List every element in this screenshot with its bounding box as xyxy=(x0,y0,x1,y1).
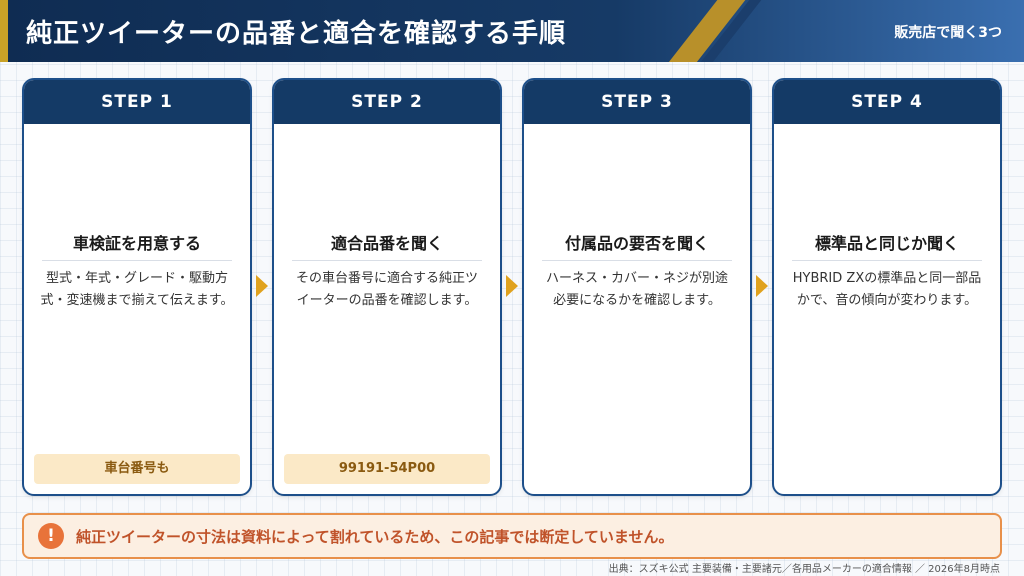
header-gold-stripe xyxy=(654,0,754,62)
step-description: ハーネス・カバー・ネジが別途必要になるかを確認します。 xyxy=(545,271,728,308)
step-description: その車台番号に適合する純正ツイーターの品番を確認します。 xyxy=(295,271,478,308)
step-card-3: STEP 3 付属品の要否を聞く ハーネス・カバー・ネジが別途必要になるかを確認… xyxy=(522,78,752,496)
exclamation-icon: ! xyxy=(38,523,64,549)
step-arrow-icon xyxy=(756,275,768,297)
step-label: STEP 3 xyxy=(524,80,750,124)
step-label: STEP 4 xyxy=(774,80,1000,124)
notice-box: ! 純正ツイーターの寸法は資料によって割れているため、この記事では断定していませ… xyxy=(22,513,1002,559)
source-note: 出典：スズキ公式 主要装備・主要諸元／各用品メーカーの適合情報 ／ 2026年8… xyxy=(608,564,1000,575)
header-banner: 純正ツイーターの品番と適合を確認する手順 販売店で聞く3つ xyxy=(0,0,1024,62)
notice-text: 純正ツイーターの寸法は資料によって割れているため、この記事では断定していません。 xyxy=(76,528,674,546)
step-tag: 99191-54P00 xyxy=(284,454,490,484)
step-description: 型式・年式・グレード・駆動方式・変速機まで揃えて伝えます。 xyxy=(40,271,234,308)
step-title: 標準品と同じか聞く xyxy=(814,234,959,253)
step-title: 付属品の要否を聞く xyxy=(564,234,709,253)
page-subtitle: 販売店で聞く3つ xyxy=(894,25,1002,41)
step-card-1: STEP 1 車検証を用意する 型式・年式・グレード・駆動方式・変速機まで揃えて… xyxy=(22,78,252,496)
step-divider xyxy=(542,260,732,261)
step-description: HYBRID ZXの標準品と同一部品かで、音の傾向が変わります。 xyxy=(792,271,982,308)
step-divider xyxy=(292,260,482,261)
step-arrow-icon xyxy=(256,275,268,297)
step-divider xyxy=(792,260,982,261)
step-card-2: STEP 2 適合品番を聞く その車台番号に適合する純正ツイーターの品番を確認し… xyxy=(272,78,502,496)
step-arrow-icon xyxy=(506,275,518,297)
page-title: 純正ツイーターの品番と適合を確認する手順 xyxy=(26,19,567,49)
step-title: 車検証を用意する xyxy=(72,234,201,253)
step-divider xyxy=(42,260,232,261)
step-tag: 車台番号も xyxy=(34,454,240,484)
step-title: 適合品番を聞く xyxy=(330,234,443,253)
step-label: STEP 2 xyxy=(274,80,500,124)
step-card-4: STEP 4 標準品と同じか聞く HYBRID ZXの標準品と同一部品かで、音の… xyxy=(772,78,1002,496)
step-label: STEP 1 xyxy=(24,80,250,124)
header-accent-bar xyxy=(0,0,8,62)
